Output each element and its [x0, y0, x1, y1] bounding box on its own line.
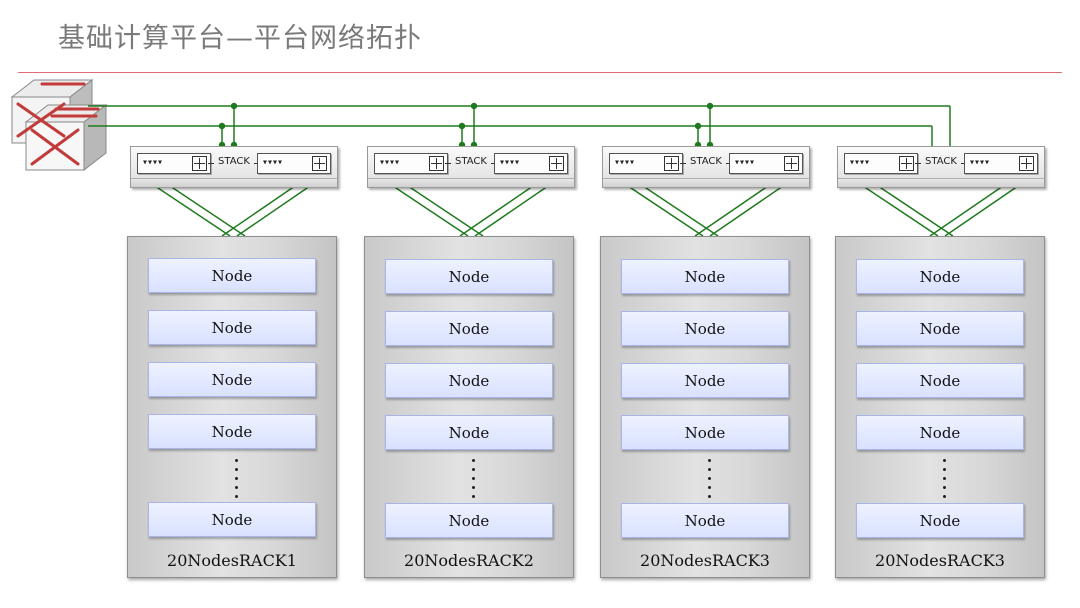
rack-node: Node [856, 259, 1024, 294]
rack-node: Node [856, 311, 1024, 346]
ellipsis-icon [235, 459, 239, 498]
stacked-switch-icon: STACK [837, 146, 1045, 188]
switch-unit [609, 153, 683, 174]
rack-node: Node [385, 415, 553, 450]
switch-unit [964, 153, 1038, 174]
switch-unit [494, 153, 568, 174]
switch-unit [257, 153, 331, 174]
rack-node: Node [385, 311, 553, 346]
stacked-switch-icon: STACK [602, 146, 810, 188]
rack-node: Node [148, 258, 316, 293]
rack-node: Node [621, 363, 789, 398]
rack-2: Node Node Node Node Node 20NodesRACK2 [364, 236, 574, 578]
rack-node: Node [385, 259, 553, 294]
switch-unit [844, 153, 918, 174]
switch-unit [137, 153, 211, 174]
rack-4: Node Node Node Node Node 20NodesRACK3 [835, 236, 1045, 578]
rack-label: 20NodesRACK1 [167, 551, 297, 570]
core-router-icon [10, 78, 108, 172]
rack-1: Node Node Node Node Node 20NodesRACK1 [127, 236, 337, 578]
rack-node: Node [148, 310, 316, 345]
stack-label: STACK [680, 156, 732, 167]
switch-unit [374, 153, 448, 174]
ellipsis-icon [943, 459, 947, 498]
stacked-switch-icon: STACK [130, 146, 338, 188]
stack-label: STACK [445, 156, 497, 167]
rack-node: Node [856, 503, 1024, 538]
stack-label: STACK [915, 156, 967, 167]
rack-node: Node [148, 362, 316, 397]
rack-node: Node [856, 415, 1024, 450]
ellipsis-icon [708, 459, 712, 498]
ellipsis-icon [472, 459, 476, 498]
rack-node: Node [385, 503, 553, 538]
rack-node: Node [621, 415, 789, 450]
rack-label: 20NodesRACK2 [404, 551, 534, 570]
rack-node: Node [621, 503, 789, 538]
page-title: 基础计算平台—平台网络拓扑 [58, 23, 422, 54]
rack-node: Node [385, 363, 553, 398]
rack-3: Node Node Node Node Node 20NodesRACK3 [600, 236, 810, 578]
rack-node: Node [621, 311, 789, 346]
rack-label: 20NodesRACK3 [640, 551, 770, 570]
rack-node: Node [148, 414, 316, 449]
stacked-switch-icon: STACK [367, 146, 575, 188]
title-divider [18, 72, 1062, 73]
rack-label: 20NodesRACK3 [875, 551, 1005, 570]
stack-label: STACK [208, 156, 260, 167]
rack-node: Node [621, 259, 789, 294]
switch-unit [729, 153, 803, 174]
rack-node: Node [148, 502, 316, 537]
rack-node: Node [856, 363, 1024, 398]
